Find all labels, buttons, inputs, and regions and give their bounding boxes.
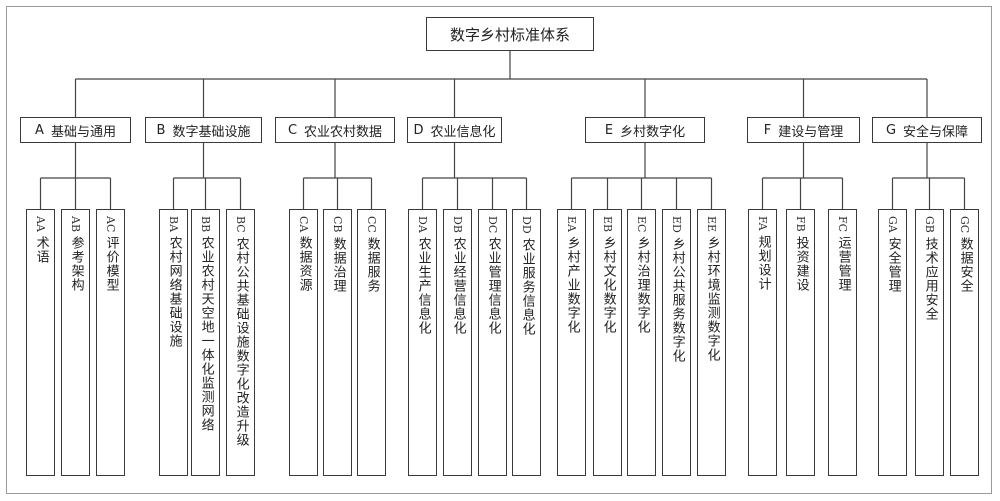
leaf-name: 术语	[33, 235, 49, 264]
leaf-name: 农村网络基础设施	[166, 236, 182, 349]
leaf-name: 农业农村天空地一体化监测网络	[198, 236, 214, 433]
leaf-code: AB	[69, 216, 82, 233]
leaf-box-ab: AB 参考架构	[61, 209, 90, 476]
diagram-frame	[6, 6, 992, 494]
leaf-box-ea: EA 乡村产业数字化	[557, 209, 586, 476]
leaf-box-cc: CC 数据服务	[357, 209, 386, 476]
category-box-f: F 建设与管理	[747, 117, 860, 143]
category-code: D	[413, 122, 424, 138]
category-name: 基础与通用	[50, 124, 116, 140]
leaf-code: AA	[34, 216, 47, 232]
leaf-code: EB	[601, 216, 614, 233]
leaf-box-da: DA 农业生产信息化	[408, 209, 437, 476]
leaf-code: DB	[451, 216, 464, 233]
leaf-name: 参考架构	[68, 236, 84, 293]
leaf-name: 安全管理	[885, 236, 901, 293]
category-code: A	[35, 122, 44, 138]
leaf-name: 乡村环境监测数字化	[704, 236, 720, 363]
leaf-name: 运营管理	[835, 236, 851, 293]
category-box-d: D 农业信息化	[407, 117, 502, 143]
leaf-name: 技术应用安全	[922, 236, 938, 321]
leaf-box-ac: AC 评价模型	[96, 209, 125, 476]
leaf-code: CA	[297, 216, 310, 233]
leaf-code: ED	[670, 216, 683, 233]
category-box-g: G 安全与保障	[872, 117, 982, 143]
leaf-code: FC	[836, 216, 849, 233]
category-box-c: C 农业农村数据	[275, 117, 395, 143]
leaf-box-ed: ED 乡村公共服务数字化	[662, 209, 691, 476]
leaf-box-ga: GA 安全管理	[878, 209, 907, 476]
leaf-code: CB	[331, 216, 344, 233]
category-name: 数字基础设施	[172, 124, 251, 140]
category-name: 乡村数字化	[620, 124, 686, 140]
leaf-code: GA	[886, 216, 899, 233]
category-box-a: A 基础与通用	[20, 117, 131, 143]
leaf-code: DC	[486, 216, 499, 234]
leaf-box-cb: CB 数据治理	[323, 209, 352, 476]
leaf-name: 乡村文化数字化	[600, 236, 616, 335]
leaf-code: GB	[923, 216, 936, 233]
category-box-b: B 数字基础设施	[145, 117, 262, 143]
leaf-name: 农业生产信息化	[415, 236, 431, 335]
leaf-box-ec: EC 乡村治理数字化	[627, 209, 656, 476]
leaf-box-aa: AA 术语	[26, 209, 55, 476]
leaf-code: BC	[234, 216, 247, 233]
category-box-e: E 乡村数字化	[585, 117, 705, 143]
root-title: 数字乡村标准体系	[449, 25, 570, 44]
leaf-code: DA	[416, 216, 429, 233]
leaf-box-fc: FC 运营管理	[828, 209, 857, 476]
leaf-name: 评价模型	[103, 236, 119, 293]
root-title-box: 数字乡村标准体系	[426, 17, 594, 51]
leaf-name: 农业服务信息化	[519, 237, 535, 336]
category-code: G	[885, 122, 897, 138]
leaf-code: GC	[958, 216, 971, 234]
leaf-name: 农业管理信息化	[485, 237, 501, 336]
leaf-code: EA	[565, 216, 578, 232]
leaf-name: 规划设计	[755, 234, 771, 291]
leaf-code: AC	[104, 216, 117, 233]
category-code: F	[763, 122, 772, 138]
leaf-box-fb: FB 投资建设	[786, 209, 815, 476]
leaf-name: 农业经营信息化	[450, 236, 466, 335]
leaf-code: FA	[756, 216, 769, 231]
category-name: 建设与管理	[778, 124, 844, 140]
leaf-name: 数据治理	[330, 236, 346, 293]
leaf-name: 数据安全	[957, 237, 973, 294]
leaf-box-bc: BC 农村公共基础设施数字化改造升级	[226, 209, 255, 476]
leaf-code: EC	[635, 216, 648, 233]
leaf-box-bb: BB 农业农村天空地一体化监测网络	[191, 209, 220, 476]
leaf-code: EE	[705, 216, 718, 233]
leaf-box-dc: DC 农业管理信息化	[478, 209, 507, 476]
leaf-box-eb: EB 乡村文化数字化	[593, 209, 622, 476]
leaf-box-db: DB 农业经营信息化	[443, 209, 472, 476]
leaf-box-fa: FA 规划设计	[748, 209, 777, 476]
leaf-code: BA	[167, 216, 180, 233]
category-name: 农业信息化	[430, 124, 496, 140]
leaf-code: BB	[199, 216, 212, 233]
leaf-box-ba: BA 农村网络基础设施	[159, 209, 188, 476]
category-code: B	[156, 122, 166, 138]
leaf-box-gb: GB 技术应用安全	[915, 209, 944, 476]
leaf-code: FB	[794, 216, 807, 232]
leaf-name: 数据资源	[296, 236, 312, 293]
leaf-box-ca: CA 数据资源	[289, 209, 318, 476]
leaf-box-gc: GC 数据安全	[950, 209, 979, 476]
leaf-name: 投资建设	[793, 235, 809, 292]
category-name: 安全与保障	[903, 124, 969, 140]
leaf-box-dd: DD 农业服务信息化	[512, 209, 541, 476]
leaf-code: DD	[520, 216, 533, 234]
leaf-code: CC	[365, 216, 378, 233]
leaf-name: 农村公共基础设施数字化改造升级	[233, 236, 249, 447]
category-name: 农业农村数据	[304, 124, 383, 140]
category-code: E	[604, 122, 614, 138]
leaf-box-ee: EE 乡村环境监测数字化	[697, 209, 726, 476]
leaf-name: 乡村公共服务数字化	[669, 236, 685, 363]
leaf-name: 乡村治理数字化	[634, 236, 650, 335]
leaf-name: 乡村产业数字化	[564, 235, 580, 334]
category-code: C	[287, 122, 298, 138]
leaf-name: 数据服务	[364, 236, 380, 293]
